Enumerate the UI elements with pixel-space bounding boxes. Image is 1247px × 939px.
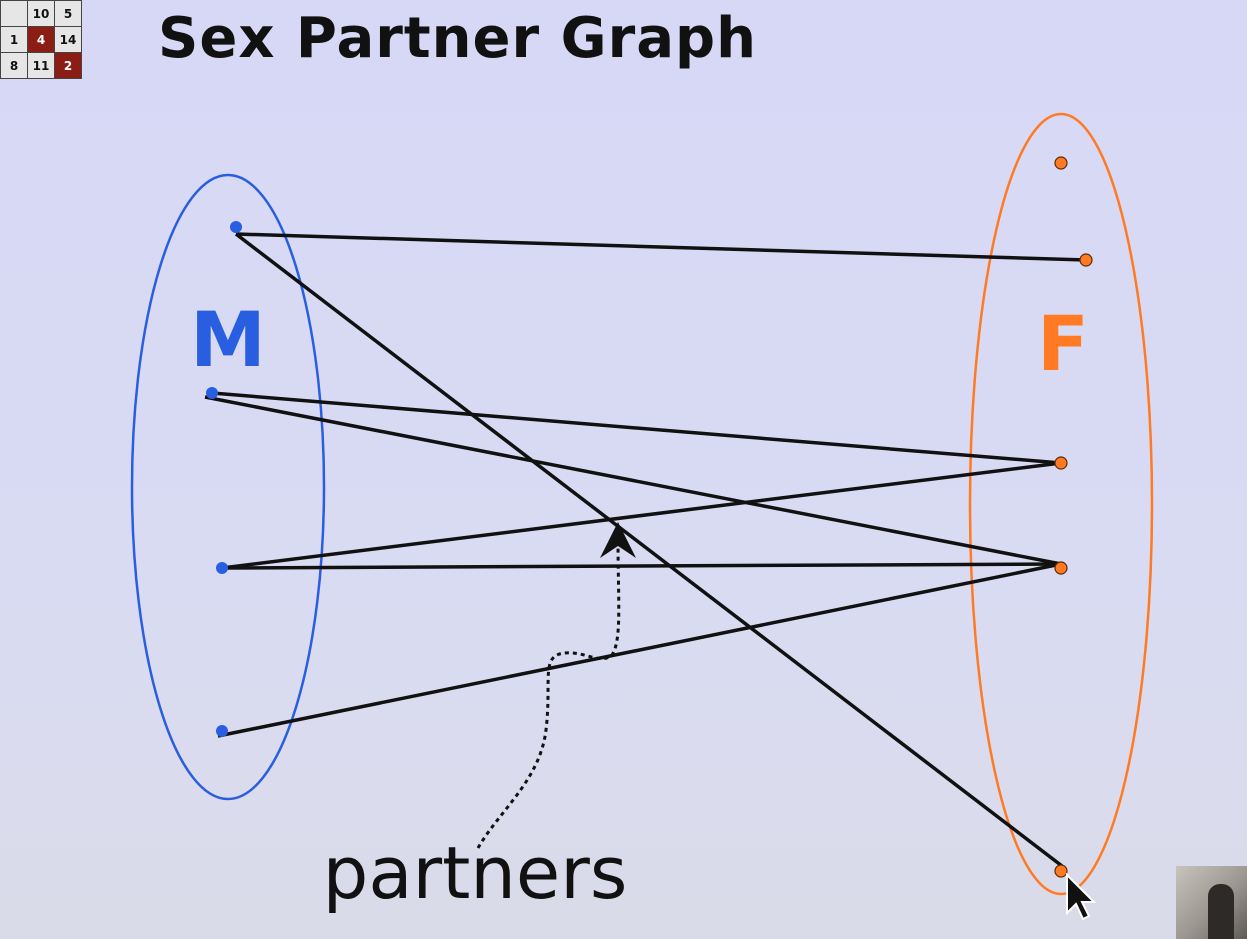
slide-title: Sex Partner Graph xyxy=(158,6,757,71)
edge xyxy=(235,232,1087,262)
logo-cell: 2 xyxy=(54,52,82,79)
edge xyxy=(234,232,1064,868)
male-set-ellipse xyxy=(130,173,326,801)
logo-cell xyxy=(0,0,28,27)
edge xyxy=(221,562,1062,570)
female-node xyxy=(1054,456,1068,470)
partners-pointer-arrow xyxy=(476,522,637,849)
male-set-label: M xyxy=(190,295,266,384)
female-node xyxy=(1054,561,1068,575)
female-node-group xyxy=(1054,156,1093,878)
female-node xyxy=(1054,156,1068,170)
male-node-group xyxy=(206,221,242,737)
edge xyxy=(221,461,1062,570)
edge xyxy=(204,395,1062,566)
male-node xyxy=(230,221,242,233)
presenter-webcam-thumbnail xyxy=(1176,866,1247,939)
mouse-pointer-icon xyxy=(1066,872,1097,921)
female-node xyxy=(1054,864,1068,878)
female-set-ellipse xyxy=(968,112,1154,896)
male-node xyxy=(216,562,228,574)
female-set-label: F xyxy=(1037,299,1089,388)
logo-cell: 4 xyxy=(27,26,55,53)
partners-caption: partners xyxy=(323,831,628,915)
female-node xyxy=(1079,253,1093,267)
edge-group xyxy=(204,232,1087,868)
edge xyxy=(211,391,1062,465)
logo-cell: 11 xyxy=(27,52,55,79)
logo-cell: 14 xyxy=(54,26,82,53)
logo-number-grid: 10 5 1 4 14 8 11 2 xyxy=(0,0,82,79)
logo-cell: 1 xyxy=(0,26,28,53)
male-node xyxy=(206,387,218,399)
male-node xyxy=(216,725,228,737)
edge xyxy=(217,562,1062,738)
logo-cell: 8 xyxy=(0,52,28,79)
presenter-silhouette xyxy=(1208,884,1234,939)
